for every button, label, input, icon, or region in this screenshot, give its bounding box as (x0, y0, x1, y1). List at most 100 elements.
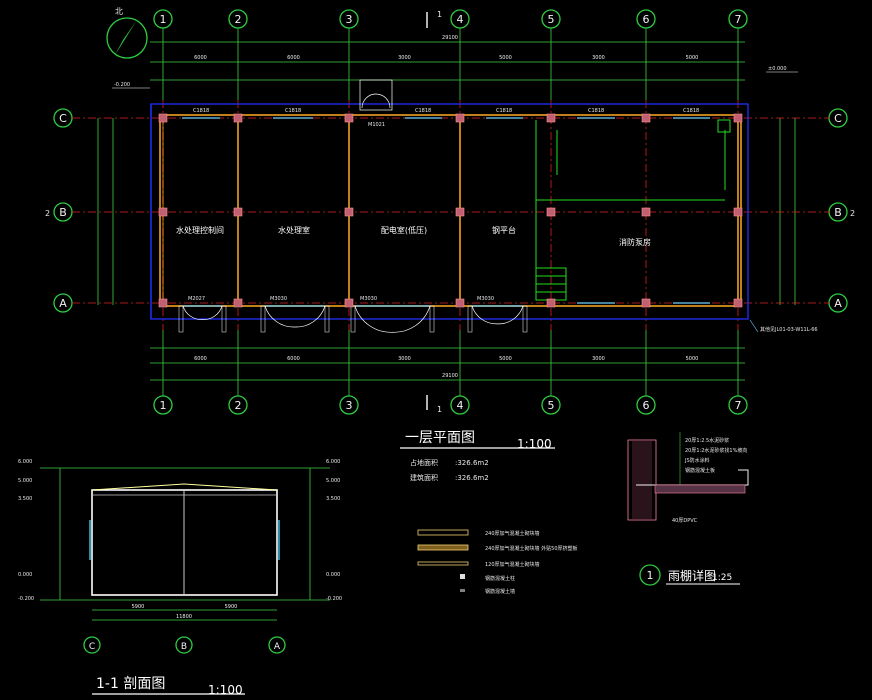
bay-dim: 3000 (592, 356, 605, 362)
building-area-value: :326.6m2 (455, 474, 489, 482)
window-code: C1818 (415, 108, 431, 114)
room-labels: 水处理控制间 水处理室 配电室(低压) 钢平台 消防泵房 (176, 225, 651, 247)
grid-label: 6 (643, 399, 650, 412)
section-mark-left: 2 (45, 209, 50, 218)
plan-scale: 1:100 (517, 437, 552, 451)
grid-label: 7 (735, 13, 742, 26)
column (344, 207, 354, 217)
column (158, 113, 168, 123)
column (641, 298, 651, 308)
bay-dim: 6000 (287, 55, 300, 61)
bay-dim: 5000 (686, 356, 699, 362)
section-elevation: 0.000 (18, 572, 32, 578)
canopy-note: 20厚1:2水泥砂浆找1%坡向 (685, 447, 747, 454)
column (455, 298, 465, 308)
top-door-code: M1021 (368, 122, 385, 128)
canopy-detail-scale: 1:25 (712, 573, 732, 583)
column (733, 298, 743, 308)
room-label: 水处理控制间 (176, 225, 224, 235)
legend-item: 钢筋混凝土柱 (485, 575, 515, 582)
section-elevation: 5.000 (18, 478, 32, 484)
grid-circle (153, 9, 173, 29)
bay-dim: 5000 (499, 356, 512, 362)
plan-title: 一层平面图 (405, 430, 475, 446)
building-outline (150, 103, 749, 320)
section-elevation: -0.200 (326, 596, 342, 602)
room-label: 钢平台 (492, 225, 516, 235)
grid-label: B (834, 206, 842, 219)
section-elevation: 3.500 (18, 496, 32, 502)
legend-item: 240厚加气混凝土砌块墙 (485, 530, 540, 537)
grid-circle (339, 395, 359, 415)
side-dimension-lines (97, 118, 796, 305)
bay-dim: 6000 (287, 356, 300, 362)
section-grid-label: A (274, 642, 281, 652)
section-title: 1-1 剖面图 (96, 676, 165, 692)
north-label: 北 (115, 7, 123, 16)
section-elevation: 6.000 (18, 459, 32, 465)
bay-dim: 6000 (194, 356, 207, 362)
column (733, 207, 743, 217)
room-label: 消防泵房 (619, 237, 651, 247)
bay-dim: 3000 (398, 356, 411, 362)
column (158, 298, 168, 308)
grid-label: 3 (346, 399, 353, 412)
room-label: 配电室(低压) (381, 225, 427, 235)
column (344, 113, 354, 123)
building-area-label: 建筑面积 (410, 473, 438, 482)
grid-circle (450, 395, 470, 415)
grid-circle (636, 9, 656, 29)
grid-label: 6 (643, 13, 650, 26)
grid-circle (153, 395, 173, 415)
section-drawing: 5900 5900 11800 C B A 6.000 5.000 3.500 … (18, 459, 342, 697)
grid-circle (636, 395, 656, 415)
grid-label: 1 (160, 399, 167, 412)
window-code: C1818 (588, 108, 604, 114)
column (158, 207, 168, 217)
door-code: M3030 (270, 296, 287, 302)
legend: 240厚加气混凝土砌块墙 240厚加气混凝土砌块墙 外贴50厚挤塑板 120厚加… (417, 529, 578, 595)
canopy-note: 钢筋混凝土板 (685, 467, 715, 474)
room-label: 水处理室 (278, 225, 310, 235)
bay-dim: 3000 (398, 55, 411, 61)
grid-label: B (59, 206, 67, 219)
door-code: M3030 (477, 296, 494, 302)
structural-columns (158, 113, 743, 308)
grid-circle (728, 9, 748, 29)
grid-circle (541, 395, 561, 415)
column (233, 207, 243, 217)
window-code: C1818 (683, 108, 699, 114)
legend-item: 240厚加气混凝土砌块墙 外贴50厚挤塑板 (485, 545, 578, 552)
section-scale: 1:100 (208, 683, 243, 697)
grid-label: A (59, 297, 67, 310)
grid-label: 4 (457, 13, 464, 26)
grid-circle (228, 9, 248, 29)
grid-circle (339, 9, 359, 29)
grid-circle (228, 395, 248, 415)
top-total-dim: 29100 (442, 35, 458, 41)
canopy-detail-number: 1 (647, 569, 654, 582)
door: M3030 (260, 296, 330, 333)
column (546, 113, 556, 123)
column (455, 207, 465, 217)
grid-label: C (834, 112, 842, 125)
grid-label: 5 (548, 399, 555, 412)
plan-title-block: 一层平面图 1:100 占地面积 :326.6m2 建筑面积 :326.6m2 (400, 430, 555, 482)
canopy-detail-title: 雨棚详图 (668, 568, 716, 583)
column (641, 113, 651, 123)
canopy-note: 40厚DPVC (672, 518, 698, 524)
bay-dim: 6000 (194, 55, 207, 61)
site-area-label: 占地面积 (410, 458, 438, 467)
grid-label: 7 (735, 399, 742, 412)
canopy-note: 20厚1:2.5水泥砂浆 (685, 437, 729, 444)
window-code: C1818 (496, 108, 512, 114)
steel-platform-lines (535, 119, 731, 301)
column (641, 207, 651, 217)
section-elevation: 0.000 (326, 572, 340, 578)
section-mark-right: 2 (850, 209, 855, 218)
top-door: M1021 (359, 79, 393, 128)
